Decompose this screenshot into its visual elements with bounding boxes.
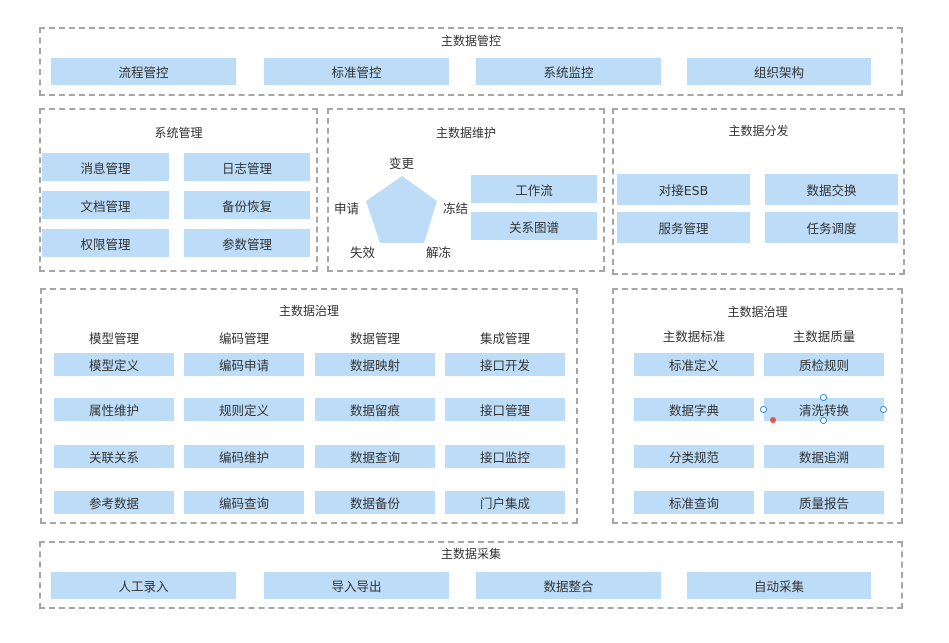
control-panel — [39, 27, 903, 96]
integration-item-monitor[interactable]: 接口监控 — [445, 445, 565, 468]
system-item-document[interactable]: 文档管理 — [42, 191, 169, 219]
quality-item-traceback[interactable]: 数据追溯 — [764, 445, 884, 468]
standard-item-classification[interactable]: 分类规范 — [634, 445, 754, 468]
selection-handle-left[interactable] — [760, 406, 767, 413]
integration-item-develop[interactable]: 接口开发 — [445, 353, 565, 376]
system-item-permission[interactable]: 权限管理 — [42, 229, 169, 257]
collect-title: 主数据采集 — [440, 547, 501, 561]
quality-col-header: 主数据质量 — [792, 329, 856, 344]
maintain-title: 主数据维护 — [435, 126, 496, 140]
governance2-title: 主数据治理 — [727, 305, 788, 319]
state-freeze-label: 冻结 — [443, 201, 469, 216]
code-item-query[interactable]: 编码查询 — [184, 491, 304, 514]
control-item-monitor[interactable]: 系统监控 — [476, 58, 661, 85]
state-apply-label: 申请 — [334, 201, 360, 216]
code-item-maintain[interactable]: 编码维护 — [184, 445, 304, 468]
distribute-item-exchange[interactable]: 数据交换 — [765, 174, 898, 205]
governance-col-header-integration: 集成管理 — [479, 331, 530, 346]
quality-item-rules[interactable]: 质检规则 — [764, 353, 884, 376]
control-item-process[interactable]: 流程管控 — [51, 58, 236, 85]
system-item-log[interactable]: 日志管理 — [184, 153, 310, 181]
model-item-attribute[interactable]: 属性维护 — [54, 398, 174, 421]
collect-item-import-export[interactable]: 导入导出 — [264, 572, 449, 599]
system-item-parameter[interactable]: 参数管理 — [184, 229, 310, 257]
standard-item-definition[interactable]: 标准定义 — [634, 353, 754, 376]
maintain-item-workflow[interactable]: 工作流 — [471, 175, 597, 203]
selection-handle-top[interactable] — [820, 394, 827, 401]
collect-item-manual[interactable]: 人工录入 — [51, 572, 236, 599]
selection-handle-bottom[interactable] — [820, 417, 827, 424]
distribute-item-schedule[interactable]: 任务调度 — [765, 212, 898, 243]
governance-panel — [40, 288, 578, 524]
model-item-reference[interactable]: 参考数据 — [54, 491, 174, 514]
control-title: 主数据管控 — [440, 34, 501, 48]
distribute-item-service[interactable]: 服务管理 — [617, 212, 750, 243]
governance-col-header-data: 数据管理 — [349, 331, 400, 346]
maintain-panel — [327, 108, 605, 272]
connection-point-marker[interactable] — [770, 417, 776, 423]
selection-handle-right[interactable] — [880, 406, 887, 413]
integration-item-portal[interactable]: 门户集成 — [445, 491, 565, 514]
standard-item-dictionary[interactable]: 数据字典 — [634, 398, 754, 421]
system-item-backup[interactable]: 备份恢复 — [184, 191, 310, 219]
governance-title: 主数据治理 — [278, 304, 339, 318]
state-expire-label: 失效 — [350, 245, 376, 260]
data-item-query[interactable]: 数据查询 — [315, 445, 435, 468]
quality-item-cleansing[interactable]: 清洗转换 — [764, 398, 884, 421]
standard-item-query[interactable]: 标准查询 — [634, 491, 754, 514]
data-item-mapping[interactable]: 数据映射 — [315, 353, 435, 376]
governance-col-header-code: 编码管理 — [218, 331, 269, 346]
distribute-panel — [612, 108, 905, 275]
maintain-item-relation-graph[interactable]: 关系图谱 — [471, 212, 597, 240]
control-item-standard[interactable]: 标准管控 — [264, 58, 449, 85]
collect-item-auto[interactable]: 自动采集 — [687, 572, 871, 599]
system-panel — [39, 108, 318, 272]
model-item-definition[interactable]: 模型定义 — [54, 353, 174, 376]
state-change-label: 变更 — [389, 156, 415, 171]
data-item-backup[interactable]: 数据备份 — [315, 491, 435, 514]
governance-col-header-model: 模型管理 — [88, 331, 139, 346]
collect-panel — [39, 541, 903, 609]
system-item-message[interactable]: 消息管理 — [42, 153, 169, 181]
distribute-item-esb[interactable]: 对接ESB — [617, 174, 750, 205]
governance2-panel — [612, 288, 903, 524]
code-item-apply[interactable]: 编码申请 — [184, 353, 304, 376]
system-title: 系统管理 — [154, 126, 203, 140]
distribute-title: 主数据分发 — [728, 124, 789, 138]
data-item-trace[interactable]: 数据留痕 — [315, 398, 435, 421]
collect-item-integration[interactable]: 数据整合 — [476, 572, 661, 599]
state-unfreeze-label: 解冻 — [426, 245, 452, 260]
standard-col-header: 主数据标准 — [662, 329, 726, 344]
quality-item-report[interactable]: 质量报告 — [764, 491, 884, 514]
model-item-relation[interactable]: 关联关系 — [54, 445, 174, 468]
code-item-rule[interactable]: 规则定义 — [184, 398, 304, 421]
integration-item-manage[interactable]: 接口管理 — [445, 398, 565, 421]
control-item-org[interactable]: 组织架构 — [687, 58, 871, 85]
